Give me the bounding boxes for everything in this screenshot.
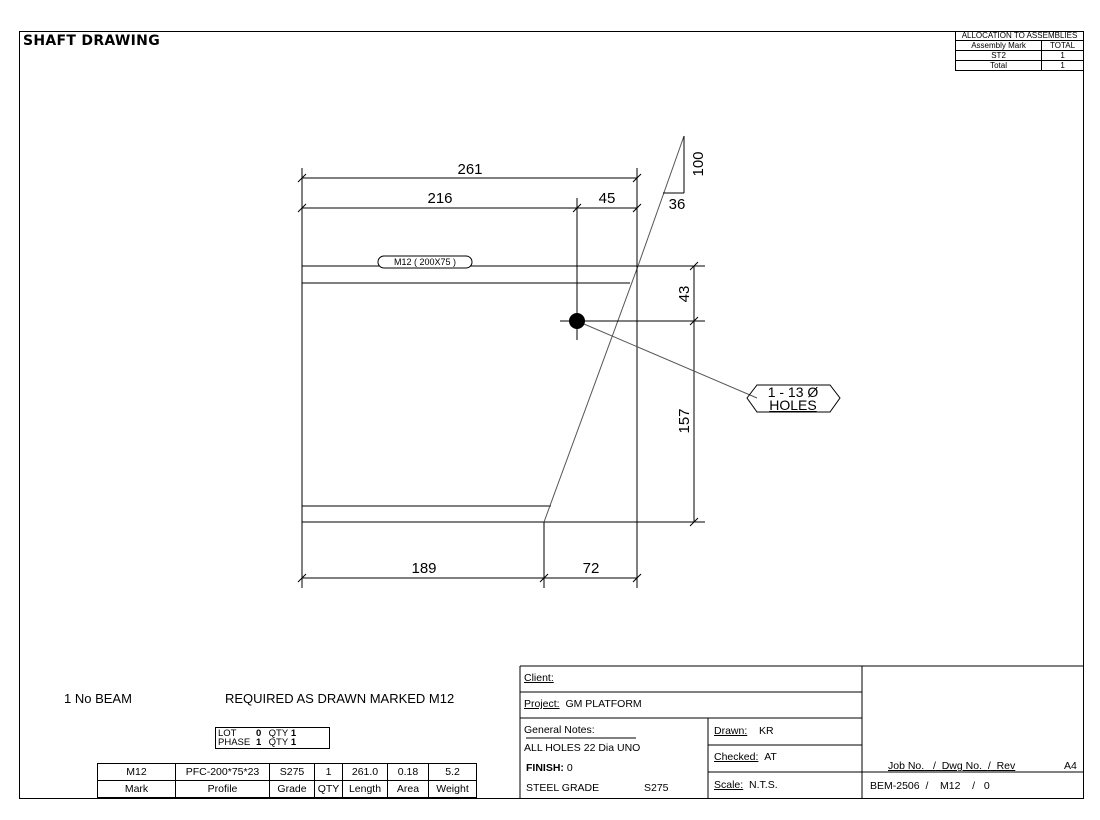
notes-line1: ALL HOLES 22 Dia UNO [524,742,641,754]
sheet-size: A4 [1064,760,1077,772]
parts-cell: M12 [97,763,176,781]
parts-table: M12 PFC-200*75*23 S275 1 261.0 0.18 5.2 … [97,763,477,798]
part-label-box [377,255,473,269]
qty-label: QTY [268,737,289,748]
scale-value: N.T.S. [749,779,778,791]
separator: / [925,780,929,792]
checked-value: AT [764,751,777,763]
hole-leader [576,320,758,399]
project-value: GM PLATFORM [565,698,642,710]
parts-cell: S275 [269,763,315,781]
parts-header: Grade [269,780,315,798]
parts-header: Length [342,780,388,798]
parts-cell: PFC-200*75*23 [175,763,270,781]
job-dwg-rev-header: Job No. / Dwg No. / Rev [888,760,1015,772]
dwg-no-label: Dwg No. [941,760,982,772]
drawing-sheet-border [19,31,1084,799]
slope-rise-label: 100 [690,151,707,176]
part-label: M12 ( 200X75 ) [394,257,456,267]
slope-triangle [637,135,685,267]
dwg-no-value: M12 [940,780,961,792]
dim-45-label: 45 [599,190,616,207]
job-no-value: BEM-2506 [870,780,920,792]
drawn-value: KR [758,725,774,737]
job-dwg-rev-values: BEM-2506 / M12 / 0 [870,780,990,792]
separator: / [987,760,991,772]
project-label: Project: [524,698,560,710]
phase-value: 1 [256,737,262,748]
slope-run-label: 36 [669,196,686,213]
drawing-title: SHAFT DRAWING [23,33,160,49]
checked-label: Checked: [714,751,759,763]
dim-189-label: 189 [411,560,436,577]
lot-value: 0 [256,728,262,739]
finish-label: FINISH: [526,762,564,774]
hole-callout-box [746,384,841,413]
beam-outline [301,265,638,523]
dim-157-label: 157 [676,408,693,433]
parts-cell: 5.2 [428,763,477,781]
parts-cell: 1 [314,763,343,781]
qty-label: QTY [268,728,289,739]
allocation-row-total: 1 [1041,60,1084,71]
rev-value: 0 [983,780,990,792]
lot-label: LOT [218,728,237,739]
hole-callout-line2: HOLES [769,397,816,413]
scale-label: Scale: [714,779,744,791]
parts-header: Weight [428,780,477,798]
project-row: Project: GM PLATFORM [524,698,642,710]
required-text: REQUIRED AS DRAWN MARKED M12 [225,691,455,706]
steel-grade-label: STEEL GRADE [526,782,600,794]
qty-value: 1 [290,737,297,748]
separator: / [932,760,936,772]
parts-cell: 0.18 [387,763,429,781]
hole-callout-line1: 1 - 13 Ø [768,384,819,400]
steel-grade-value: S275 [644,782,669,794]
drawn-row: Drawn: KR [714,725,774,737]
cut-line [543,265,639,523]
allocation-table: ALLOCATION TO ASSEMBLIES Assembly Mark T… [954,31,1084,71]
parts-header: Mark [97,780,176,798]
lot-phase-box: LOT 0 QTY 1 PHASE 1 QTY 1 [215,727,330,749]
separator: / [972,780,976,792]
checked-row: Checked: AT [714,751,777,763]
notes-label: General Notes: [524,724,595,736]
parts-header: Profile [175,780,270,798]
finish-row: FINISH: 0 [526,762,573,774]
quantity-text: 1 No BEAM [64,691,132,706]
client-label: Client: [524,672,554,684]
parts-header: Area [387,780,429,798]
rev-label: Rev [996,760,1016,772]
parts-header: QTY [314,780,343,798]
scale-row: Scale: N.T.S. [714,779,778,791]
dim-216-label: 216 [427,190,452,207]
dim-72-label: 72 [583,560,600,577]
dim-overall-label: 261 [457,161,482,178]
allocation-row-mark: Total [954,60,1043,71]
finish-value: 0 [566,762,573,774]
drawn-label: Drawn: [714,725,748,737]
bolt-hole-marker [569,313,585,329]
job-no-label: Job No. [888,760,925,772]
qty-value: 1 [290,728,297,739]
parts-cell: 261.0 [342,763,388,781]
dim-43-label: 43 [676,286,693,303]
phase-label: PHASE [218,737,251,748]
